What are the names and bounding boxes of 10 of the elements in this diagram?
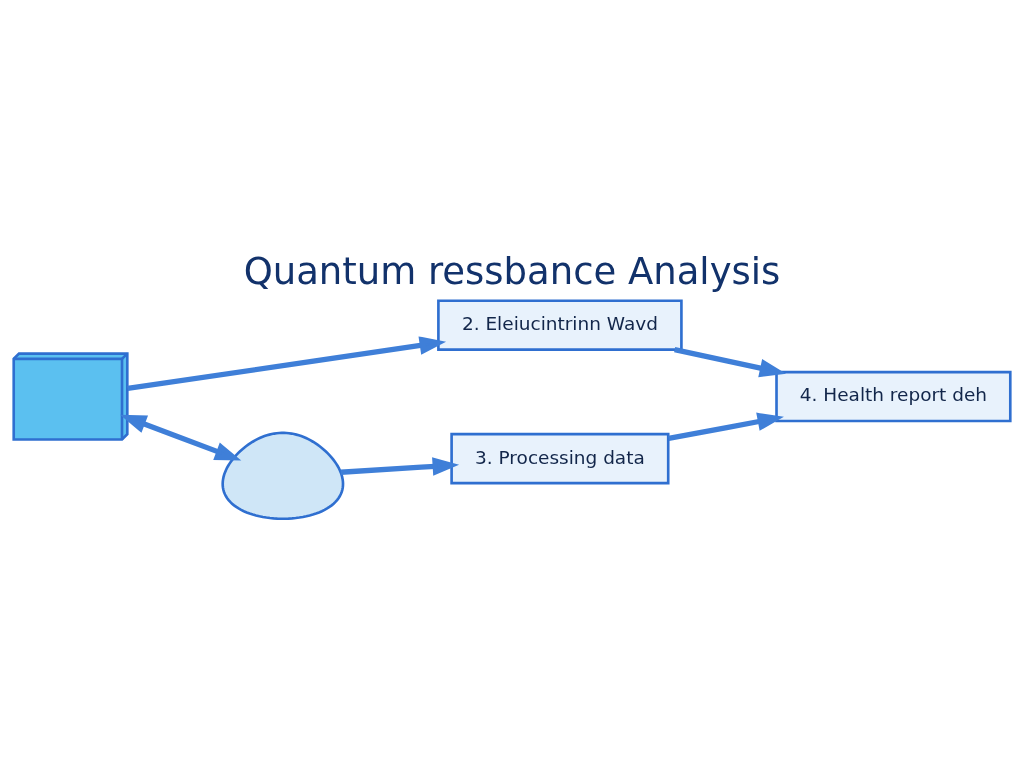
arrow [127,336,447,391]
arrow [674,347,787,378]
node-box: 2. Eleiucintrinn Wavd [437,299,683,351]
node-person [221,431,345,521]
arrow [120,414,242,461]
arrow [340,457,460,476]
node-box: 4. Health report deh [775,370,1012,423]
arrow [668,412,784,442]
diagram-title: Quantum ressbance Analysis [243,250,781,294]
node-box: 3. Processing data [450,432,670,485]
